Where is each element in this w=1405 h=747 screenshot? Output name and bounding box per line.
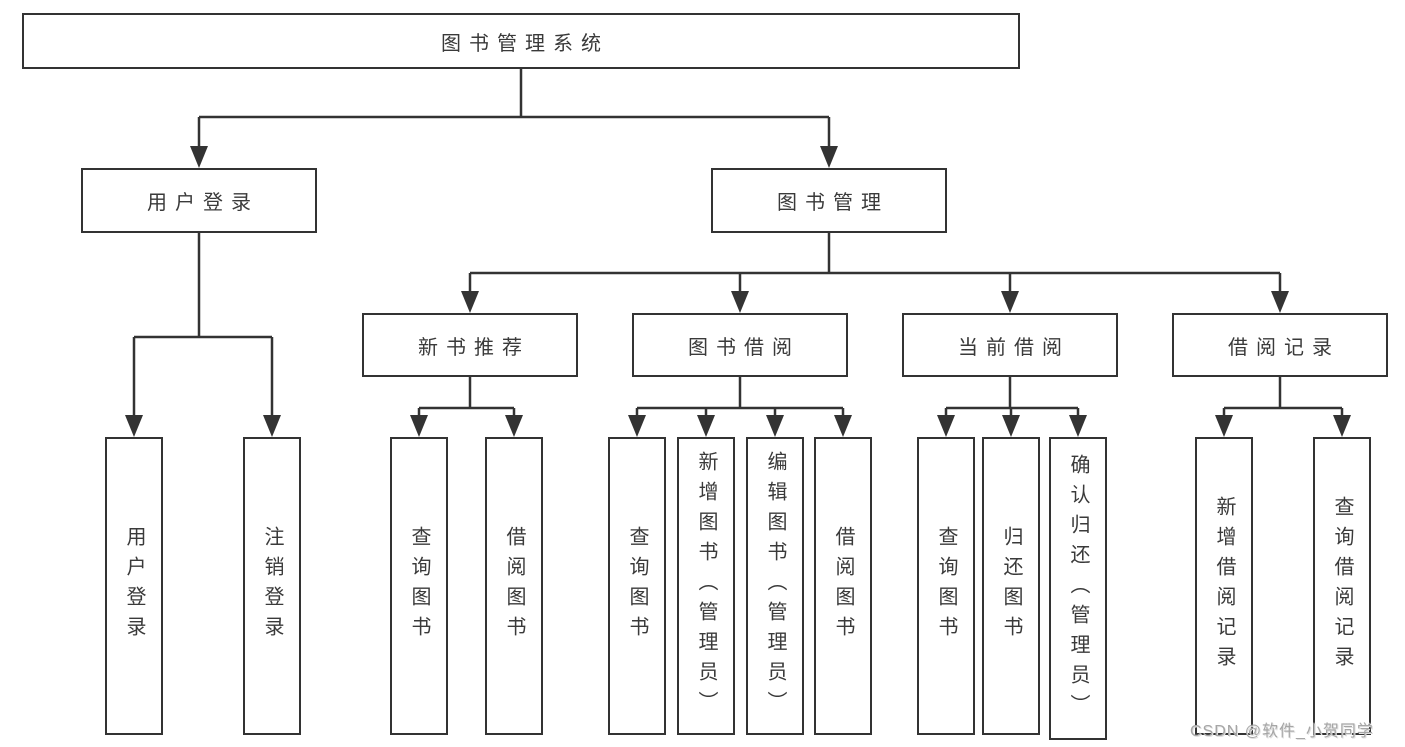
leaf-borrow-books: 借阅图书 <box>814 437 872 735</box>
leaf-return-book: 归还图书 <box>982 437 1040 735</box>
node-root-label: 图书管理系统 <box>441 32 609 55</box>
leaf-query-borrow-record: 查询借阅记录 <box>1313 437 1371 735</box>
node-current-borrow: 当前借阅 <box>902 313 1118 377</box>
node-book-borrow: 图书借阅 <box>632 313 848 377</box>
leaf-query-books-current-label: 查询图书 <box>935 526 957 646</box>
leaf-add-borrow-record-label: 新增借阅记录 <box>1213 496 1235 676</box>
leaf-confirm-return-admin: 确认归还（管理员） <box>1049 437 1107 740</box>
leaf-confirm-return-admin-label: 确认归还（管理员） <box>1067 453 1089 724</box>
leaf-logout-label: 注销登录 <box>261 526 283 646</box>
leaf-edit-book-admin-label: 编辑图书（管理员） <box>764 451 786 721</box>
leaf-borrow-books-recommend: 借阅图书 <box>485 437 543 735</box>
leaf-add-borrow-record: 新增借阅记录 <box>1195 437 1253 735</box>
node-current-borrow-label: 当前借阅 <box>958 336 1070 359</box>
leaf-user-login-label: 用户登录 <box>123 526 145 646</box>
leaf-query-books-current: 查询图书 <box>917 437 975 735</box>
leaf-return-book-label: 归还图书 <box>1000 526 1022 646</box>
node-book-management-label: 图书管理 <box>777 192 889 214</box>
leaf-add-book-admin-label: 新增图书（管理员） <box>695 451 717 721</box>
node-root: 图书管理系统 <box>22 13 1020 69</box>
node-book-borrow-label: 图书借阅 <box>688 336 800 359</box>
leaf-query-books-borrow: 查询图书 <box>608 437 666 735</box>
node-new-book-recommend-label: 新书推荐 <box>418 336 530 359</box>
node-borrow-records-label: 借阅记录 <box>1228 336 1340 359</box>
node-book-management: 图书管理 <box>711 168 947 233</box>
leaf-borrow-books-label: 借阅图书 <box>832 526 854 646</box>
leaf-query-books-recommend-label: 查询图书 <box>408 526 430 646</box>
leaf-query-borrow-record-label: 查询借阅记录 <box>1331 496 1353 676</box>
leaf-logout: 注销登录 <box>243 437 301 735</box>
node-user-login: 用户登录 <box>81 168 317 233</box>
arrowheads <box>125 146 1351 437</box>
leaf-add-book-admin: 新增图书（管理员） <box>677 437 735 735</box>
node-borrow-records: 借阅记录 <box>1172 313 1388 377</box>
node-user-login-label: 用户登录 <box>147 192 259 214</box>
leaf-borrow-books-recommend-label: 借阅图书 <box>503 526 525 646</box>
leaf-user-login: 用户登录 <box>105 437 163 735</box>
leaf-query-books-recommend: 查询图书 <box>390 437 448 735</box>
leaf-query-books-borrow-label: 查询图书 <box>626 526 648 646</box>
node-new-book-recommend: 新书推荐 <box>362 313 578 377</box>
leaf-edit-book-admin: 编辑图书（管理员） <box>746 437 804 735</box>
csdn-watermark: CSDN @软件_小贺同学 <box>1190 723 1374 740</box>
